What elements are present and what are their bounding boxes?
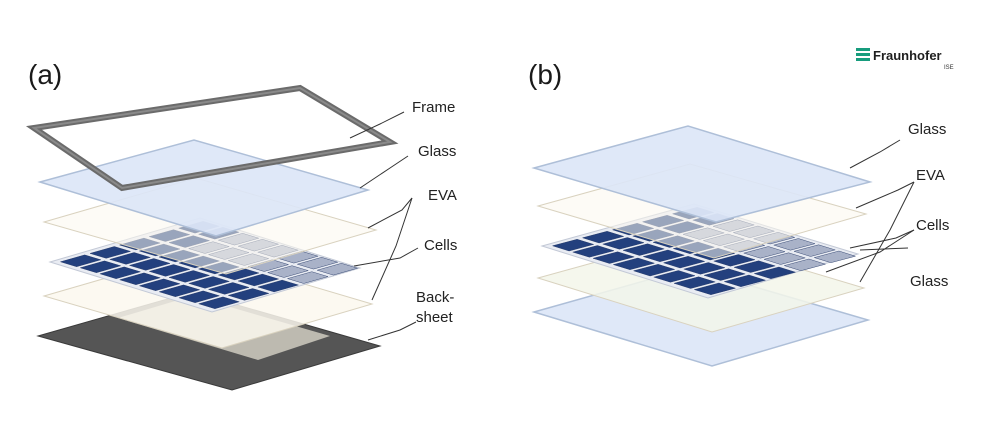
panel-b-solar-cell [642,249,686,262]
panel-b-solar-cell [743,246,786,259]
panel-a-solar-cell [178,290,221,303]
panel-b: (b) Glass EVA Cells Glass [528,59,949,367]
panel-a-solar-cell [286,271,329,284]
glass-layer-top [531,125,873,223]
panel-a-solar-cell [99,266,142,279]
panel-b-solar-cell [683,262,726,275]
panel-b-solar-cell [581,231,625,244]
frame-layer [25,84,399,192]
panel-b-solar-cell [551,239,595,252]
logo-sub: ISE [944,65,954,71]
panel-b-solar-cell [763,252,806,265]
panel-a-solar-cell [316,263,359,276]
panel-a-solar-cell [79,260,122,273]
panel-a: (a) Frame Glass EVA Cells [25,59,457,391]
panel-a-solar-cell [148,264,191,277]
callout-eva: EVA [428,187,457,204]
panel-a-solar-cell [197,296,240,309]
panel-b-solar-cell [572,245,615,258]
panel-a-solar-cell [59,254,102,267]
panel-a-solar-cell [207,282,250,295]
panel-b-solar-cell [773,238,816,251]
panel-b-solar-cell [703,268,746,281]
fraunhofer-logo-icon [856,48,870,61]
panel-b-solar-cell [813,250,857,263]
callout-frame: Frame [412,99,455,116]
panel-a-solar-cell [118,272,161,285]
callout-glass-top: Glass [908,121,946,138]
panel-a-solar-cell [128,258,171,271]
panel-a-solar-cell [188,276,231,289]
panel-b-solar-cell [592,251,635,264]
callout-cells: Cells [424,237,457,254]
panel-b-label: (b) [528,59,562,90]
panel-b-solar-cell [602,237,645,250]
panel-b-solar-cell [783,258,827,271]
panel-b-solar-cell [793,244,836,257]
panel-a-solar-cell [158,284,201,297]
panel-b-solar-cell [753,266,797,279]
logo-name: Fraunhofer [873,48,942,63]
panel-b-solar-cell [713,254,756,267]
callout-leaders-a [349,111,419,341]
callout-cells-b: Cells [916,217,949,234]
panel-a-solar-cell [257,279,300,293]
panel-a-solar-cell [266,265,309,278]
callout-glass-bottom: Glass [910,273,948,290]
panel-b-solar-cell [653,270,696,283]
panel-b-solar-cell [662,256,706,269]
panel-b-solar-cell [723,274,767,287]
callout-glass: Glass [418,143,456,160]
callout-eva-b: EVA [916,167,945,184]
panel-b-solar-cell [673,276,716,289]
panel-a-solar-cell [109,252,152,265]
panel-a-label: (a) [28,59,62,90]
panel-b-solar-cell [632,264,676,277]
callout-backsheet-line1: Back- [416,289,454,306]
panel-a-solar-cell [89,246,132,259]
panel-b-solar-cell [612,257,656,270]
panel-b-solar-cell [733,260,776,273]
panel-a-solar-cell [227,288,270,301]
panel-a-solar-cell [237,273,280,287]
glass-layer [37,139,371,237]
cells-grid-a [59,221,359,309]
panel-a-solar-cell [138,278,181,291]
panel-a-solar-cell [296,257,339,270]
fraunhofer-logo: Fraunhofer ISE [856,48,954,71]
panel-b-solar-cell [693,282,737,295]
panel-a-solar-cell [168,270,211,283]
callout-leaders-b [825,139,915,283]
panel-b-solar-cell [622,243,665,256]
callout-backsheet-line2: sheet [416,309,454,326]
